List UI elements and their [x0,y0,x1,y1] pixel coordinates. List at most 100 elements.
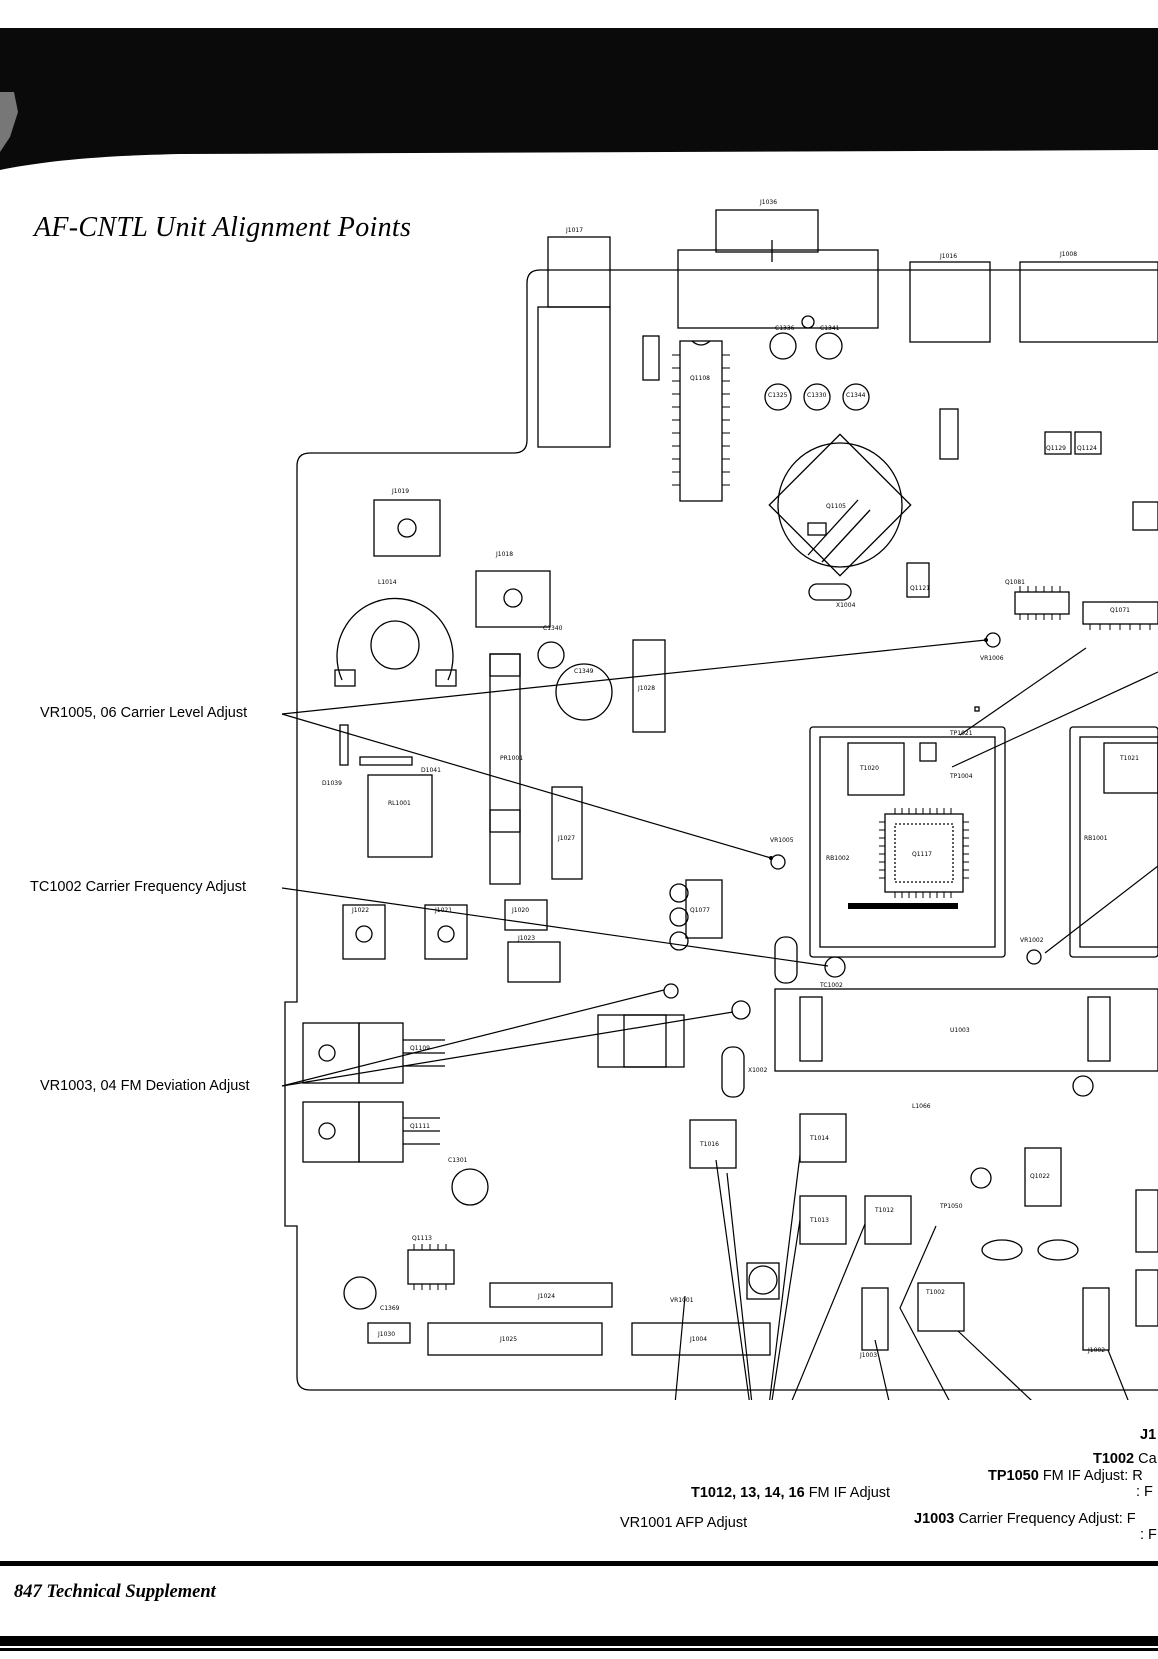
label-q1129: Q1129 [1046,445,1066,452]
transformer-j1019 [373,499,441,557]
transformer-j1022 [342,904,386,960]
cap-c1301 [451,1168,489,1206]
inductor-l1014 [336,597,454,681]
callout-tp1050-line2: : F [1136,1484,1153,1500]
label-q1111: Q1111 [410,1123,430,1130]
board-outline [284,269,1158,1391]
label-l1014: L1014 [378,579,397,586]
callout-j1003-line2: : F [1140,1527,1157,1543]
callout-text2: : F [1140,1527,1157,1543]
label-j1020: J1020 [511,907,529,914]
label-vr1002: VR1002 [1020,937,1044,944]
label-t1016: T1016 [699,1141,719,1148]
label-j1027: J1027 [557,835,575,842]
cap-c1369 [343,1276,377,1310]
label-rl1001: RL1001 [388,800,411,807]
ic-q1081 [1014,591,1070,615]
label-c1330: C1330 [807,392,827,399]
regulator-q1111 [302,1101,360,1163]
connector-j1017 [547,236,611,308]
label-j1019: J1019 [391,488,409,495]
label-vr1001: VR1001 [670,1297,694,1304]
transformer-j1021 [424,904,468,960]
callout-j1003-carrier-frequency: J1003 Carrier Frequency Adjust: F [914,1511,1136,1527]
label-q1105: Q1105 [826,503,846,510]
callout-text: FM IF Adjust: R [1038,1468,1143,1484]
label-rb1001: RB1001 [1084,835,1108,842]
callout-t1012-fm-if: T1012, 13, 14, 16 FM IF Adjust [691,1485,890,1501]
label-j1023: J1023 [517,935,535,942]
connector-j1030 [367,1322,411,1344]
label-q1108: Q1108 [690,375,710,382]
callout-text: FM IF Adjust [804,1485,891,1501]
callout-text: Carrier Frequency Adjust [81,879,246,895]
label-q1124: Q1124 [1077,445,1097,452]
label-q1081: Q1081 [1005,579,1025,586]
trimmer-vr1006 [985,632,1001,648]
label-q1121: Q1121 [910,585,930,592]
callout-text: Carrier Frequency Adjust: F [954,1511,1136,1527]
footer-title: 847 Technical Supplement [14,1582,216,1602]
callout-text: FM Deviation Adjust [116,1078,250,1094]
cap-c1060 [748,1265,778,1295]
module-t1021 [1069,726,1158,958]
label-d1039: D1039 [322,780,342,787]
label-c1301: C1301 [448,1157,468,1164]
label-x1002: X1002 [748,1067,768,1074]
ic-q1113 [407,1249,455,1285]
label-j1002: J1002 [1087,1347,1105,1354]
label-j1004: J1004 [689,1336,707,1343]
callout-ref: VR1001 [620,1515,673,1531]
connector-j1027 [551,786,583,880]
page-title: AF-CNTL Unit Alignment Points [34,212,412,243]
label-tc1002: TC1002 [819,982,843,989]
connector-j1020 [504,899,548,931]
label-q1117: Q1117 [912,851,932,858]
callout-text: Carrier Level Adjust [116,705,248,721]
callout-ref: T1012, 13, 14, 16 [691,1485,805,1501]
callout-text2: : F [1136,1484,1153,1500]
label-pr1001: PR1001 [500,755,523,762]
label-q1071: Q1071 [1110,607,1130,614]
label-j1028: J1028 [637,685,655,692]
connector-j1036 [715,209,819,253]
connector-j1023 [507,941,561,983]
header-band [0,28,1158,92]
trimmer-tc1002 [824,956,846,978]
cap-c1344 [842,383,870,411]
label-c1369: C1369 [380,1305,400,1312]
label-j1016: J1016 [939,253,957,260]
label-j1036: J1036 [759,199,777,206]
transformer-t1012 [864,1195,912,1245]
label-vr1005: VR1005 [770,837,794,844]
label-c1336: C1336 [775,325,795,332]
connector-j1008 [1019,261,1158,343]
module-t1020 [809,726,1006,958]
label-c1344: C1344 [846,392,866,399]
callout-vr1005-carrier-level: VR1005, 06 Carrier Level Adjust [40,705,247,721]
crystal-x1003 [774,936,798,984]
callout-vr1001-afp: VR1001 AFP Adjust [620,1515,747,1531]
callout-ref: J1 [1140,1427,1157,1443]
transformer-j1018 [475,570,551,628]
cap-c1325 [764,383,792,411]
label-j1025: J1025 [499,1336,517,1343]
label-tp1050: TP1050 [939,1203,963,1210]
label-t1013: T1013 [809,1217,829,1224]
connector-j1004 [631,1322,771,1356]
connector-j1028 [632,639,666,733]
connector-j1016 [909,261,991,343]
cap-c1349 [555,663,613,721]
label-tp1021: TP1021 [949,730,973,737]
callout-ref: VR1003, 04 [40,1078,117,1094]
trimmer-vr1003 [731,1000,751,1020]
label-j1008: J1008 [1059,251,1077,258]
label-x1004: X1004 [836,602,856,609]
label-q1109: Q1109 [410,1045,430,1052]
label-q1022: Q1022 [1030,1173,1050,1180]
cap-c1340 [537,641,565,669]
label-q1077: Q1077 [690,907,710,914]
ic-q1022 [1024,1147,1062,1207]
callout-ref: TP1050 [988,1468,1039,1484]
callout-vr1003-fm-deviation: VR1003, 04 FM Deviation Adjust [40,1078,250,1094]
